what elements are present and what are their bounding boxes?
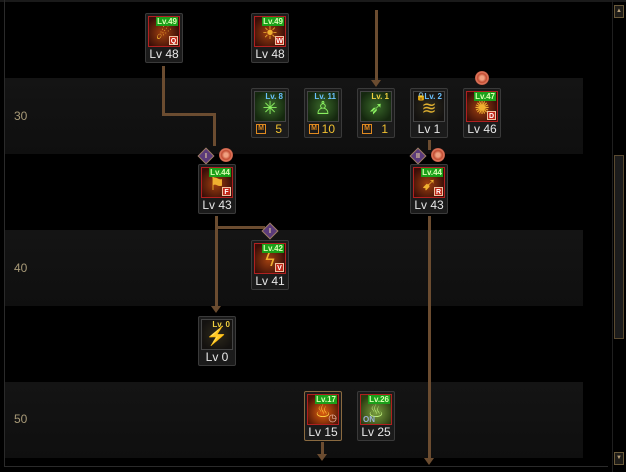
toxic-spirit-icon: ♨ Lv.26 ON xyxy=(360,394,392,425)
skill-level: Lv 48 xyxy=(255,47,285,61)
scroll-down-button[interactable]: ▼ xyxy=(614,452,624,465)
flame-spirit-icon: ♨ Lv.17 ◷ xyxy=(307,394,339,425)
skill-level: Lv 25 xyxy=(361,425,391,439)
skill-level: Lv 48 xyxy=(149,47,179,61)
shatter-icon: ⚡ Lv. 0 xyxy=(201,319,233,350)
lock-icon: 🔒 xyxy=(416,92,426,101)
skill-toxic[interactable]: ♨ Lv.26 ON Lv 25 xyxy=(357,391,395,441)
skill-level: Lv 1 xyxy=(417,122,441,136)
burst-icon: ✳ Lv. 8 xyxy=(254,91,286,122)
body-icon: ♙ Lv. 11 xyxy=(307,91,339,122)
level-label-40: 40 xyxy=(14,261,28,275)
level-label-50: 50 xyxy=(14,412,28,426)
skill-level: Lv 43 xyxy=(414,198,444,212)
toggle-on-label: ON xyxy=(363,415,375,424)
level-badge: Lv. 11 xyxy=(314,92,336,101)
skill-locked-slide[interactable]: ≋ 🔒 Lv. 2 Lv 1 xyxy=(410,88,448,138)
level-band-40 xyxy=(5,230,583,306)
dash-icon: ➶ Lv. 1 xyxy=(360,91,392,122)
hotkey-badge: R xyxy=(434,187,443,196)
kick-icon: ⚑ Lv.44 F xyxy=(201,167,233,198)
skill-level: Lv 43 xyxy=(202,198,232,212)
swirl-icon[interactable] xyxy=(475,71,489,85)
connector xyxy=(215,216,218,308)
level-badge: Lv.47 xyxy=(474,92,496,101)
level-badge: Lv. 8 xyxy=(265,92,283,101)
level-badge: Lv.44 xyxy=(209,168,231,177)
connector xyxy=(213,113,216,146)
swirl-icon[interactable] xyxy=(219,148,233,162)
level-badge: Lv.26 xyxy=(368,395,390,404)
cooldown-icon: ◷ xyxy=(328,413,337,424)
roar-icon: ☀ Lv.49 W xyxy=(254,16,286,47)
hotkey-badge: W xyxy=(275,36,284,45)
skill-level: Lv 46 xyxy=(467,122,497,136)
arrow-down-icon xyxy=(317,454,327,461)
arrow-down-icon xyxy=(211,306,221,313)
connector xyxy=(162,66,165,115)
arrow-down-icon: ▼ xyxy=(616,455,622,461)
hotkey-badge: V xyxy=(275,263,284,272)
skill-flame[interactable]: ♨ Lv.17 ◷ Lv 15 xyxy=(304,391,342,441)
mastery-value: 1 xyxy=(381,122,388,136)
lightning-icon: ϟ Lv.42 V xyxy=(254,243,286,274)
connector xyxy=(428,216,431,460)
level-badge: Lv.17 xyxy=(315,395,337,404)
mastery-icon: M xyxy=(309,124,319,134)
hotkey-badge: D xyxy=(487,111,496,120)
arrow-down-icon xyxy=(424,458,434,465)
scrollbar-thumb[interactable] xyxy=(614,155,624,339)
skill-level: Lv 15 xyxy=(308,425,338,439)
connector xyxy=(321,442,324,456)
skill-lightning[interactable]: ϟ Lv.42 V Lv 41 xyxy=(251,240,289,290)
skill-top-mid[interactable]: ☀ Lv.49 W Lv 48 xyxy=(251,13,289,63)
level-badge: Lv.49 xyxy=(262,17,284,26)
scroll-up-button[interactable]: ▲ xyxy=(614,5,624,18)
connector xyxy=(428,140,431,150)
skill-level: Lv 41 xyxy=(255,274,285,288)
flying-kick-icon: ➹ Lv.44 R xyxy=(413,167,445,198)
connector xyxy=(162,113,216,116)
mastery-icon: M xyxy=(362,124,372,134)
skill-kick-f[interactable]: ⚑ Lv.44 F Lv 43 xyxy=(198,164,236,214)
skill-level: Lv 0 xyxy=(205,350,229,364)
level-badge: Lv.42 xyxy=(262,244,284,253)
hotkey-badge: F xyxy=(222,187,231,196)
skill-kick-r[interactable]: ➹ Lv.44 R Lv 43 xyxy=(410,164,448,214)
level-badge: Lv. 1 xyxy=(371,92,389,101)
level-band-50 xyxy=(5,382,583,458)
level-badge: Lv. 0 xyxy=(212,320,230,329)
level-badge: Lv. 2 xyxy=(424,92,442,101)
skill-shatter[interactable]: ⚡ Lv. 0 Lv 0 xyxy=(198,316,236,366)
skill-combo[interactable]: ✺ Lv.47 D Lv 46 xyxy=(463,88,501,138)
mastery-icon: M xyxy=(256,124,266,134)
level-badge: Lv.44 xyxy=(421,168,443,177)
scrollbar-track[interactable] xyxy=(612,0,624,472)
hotkey-badge: Q xyxy=(169,36,178,45)
connector xyxy=(375,10,378,82)
connector xyxy=(215,226,265,229)
arrow-down-icon xyxy=(371,80,381,87)
whirl-strike-icon: ☄ Lv.49 Q xyxy=(148,16,180,47)
level-label-30: 30 xyxy=(14,109,28,123)
top-border xyxy=(0,0,626,2)
skill-top-left[interactable]: ☄ Lv.49 Q Lv 48 xyxy=(145,13,183,63)
mastery-value: 5 xyxy=(275,122,282,136)
skill-tree-frame xyxy=(4,0,608,467)
swirl-icon[interactable] xyxy=(431,148,445,162)
arrow-up-icon: ▲ xyxy=(616,8,622,14)
mastery-value: 10 xyxy=(321,122,335,136)
combo-icon: ✺ Lv.47 D xyxy=(466,91,498,122)
slide-icon: ≋ 🔒 Lv. 2 xyxy=(413,91,445,122)
level-badge: Lv.49 xyxy=(156,17,178,26)
